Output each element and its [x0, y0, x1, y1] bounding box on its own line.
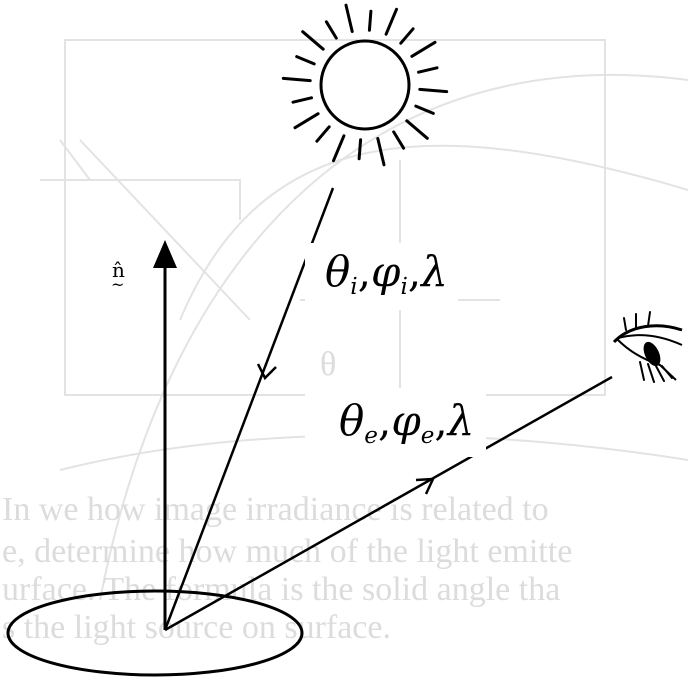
- sun-ray: [376, 137, 386, 167]
- eye-lash: [623, 317, 627, 331]
- eye-lashes: [623, 311, 673, 383]
- sun-ray: [410, 40, 437, 58]
- eye-lower-lid: [617, 339, 677, 381]
- eye-upper-lid: [617, 334, 683, 346]
- incident-angles-label: θi,φi,λ: [305, 243, 458, 311]
- normal-arrowhead: [153, 240, 177, 268]
- eye-icon: [612, 311, 683, 383]
- eye-brow: [612, 324, 683, 344]
- sun-ray: [392, 130, 406, 150]
- sun-ray: [315, 125, 331, 143]
- normal-symbol: n̂: [112, 258, 125, 282]
- incident-phi-subscript: i: [400, 274, 408, 301]
- sun-ray: [414, 104, 435, 115]
- sun-ray: [417, 66, 439, 74]
- emitted-phi-subscript: e: [420, 423, 435, 450]
- emitted-theta: θ: [339, 396, 365, 445]
- incident-lambda: λ: [421, 247, 448, 296]
- emitted-arrow: [415, 477, 436, 495]
- background-bleed-through: θ In we how image irradiance is related …: [2, 39, 688, 646]
- emitted-ray: [164, 375, 613, 632]
- sun-ray: [324, 20, 338, 40]
- emitted-theta-subscript: e: [364, 423, 378, 450]
- sun-ray: [399, 27, 415, 45]
- sun-rays: [281, 3, 449, 167]
- eye-lash: [661, 365, 673, 379]
- normal-vector: [153, 240, 177, 630]
- normal-label: n̂ ~: [111, 258, 125, 293]
- emitted-angles-label: θe,φe,λ: [305, 388, 487, 458]
- background-theta: θ: [320, 346, 336, 383]
- sun-ray: [291, 96, 313, 104]
- sun-ray: [405, 119, 429, 140]
- incident-theta-subscript: i: [350, 274, 358, 301]
- sun-ray: [344, 3, 354, 33]
- sun-ray: [418, 87, 449, 94]
- incident-theta: θ: [325, 247, 351, 296]
- incident-phi: φ: [371, 247, 401, 296]
- emitted-phi: φ: [391, 396, 421, 445]
- eye-lash: [655, 365, 665, 382]
- sun-ray: [367, 9, 373, 32]
- sun-ray: [295, 55, 316, 66]
- incident-arrow: [256, 363, 277, 381]
- emitted-lambda: λ: [447, 396, 475, 445]
- sun-ray: [293, 112, 320, 130]
- background-line-4: s the light source on surface.: [2, 609, 391, 646]
- eye-lash: [647, 311, 651, 327]
- background-line-2: e, determine how much of the light emitt…: [2, 533, 572, 570]
- eye-lash: [639, 361, 645, 381]
- sun-disc: [319, 39, 411, 131]
- sun-icon: [281, 3, 449, 167]
- normal-underbar: ~: [111, 275, 125, 294]
- sun-ray: [281, 76, 312, 83]
- background-line-3: urface. The formula is the solid angle t…: [2, 571, 560, 608]
- surface-patch: [6, 589, 304, 677]
- sun-ray: [357, 138, 363, 161]
- sun-ray: [332, 134, 346, 163]
- eye-pupil: [643, 341, 661, 367]
- eye-lash: [647, 363, 655, 383]
- background-line-1: In we how image irradiance is related to: [2, 491, 549, 528]
- sun-ray: [384, 7, 398, 36]
- sun-ray: [301, 30, 325, 51]
